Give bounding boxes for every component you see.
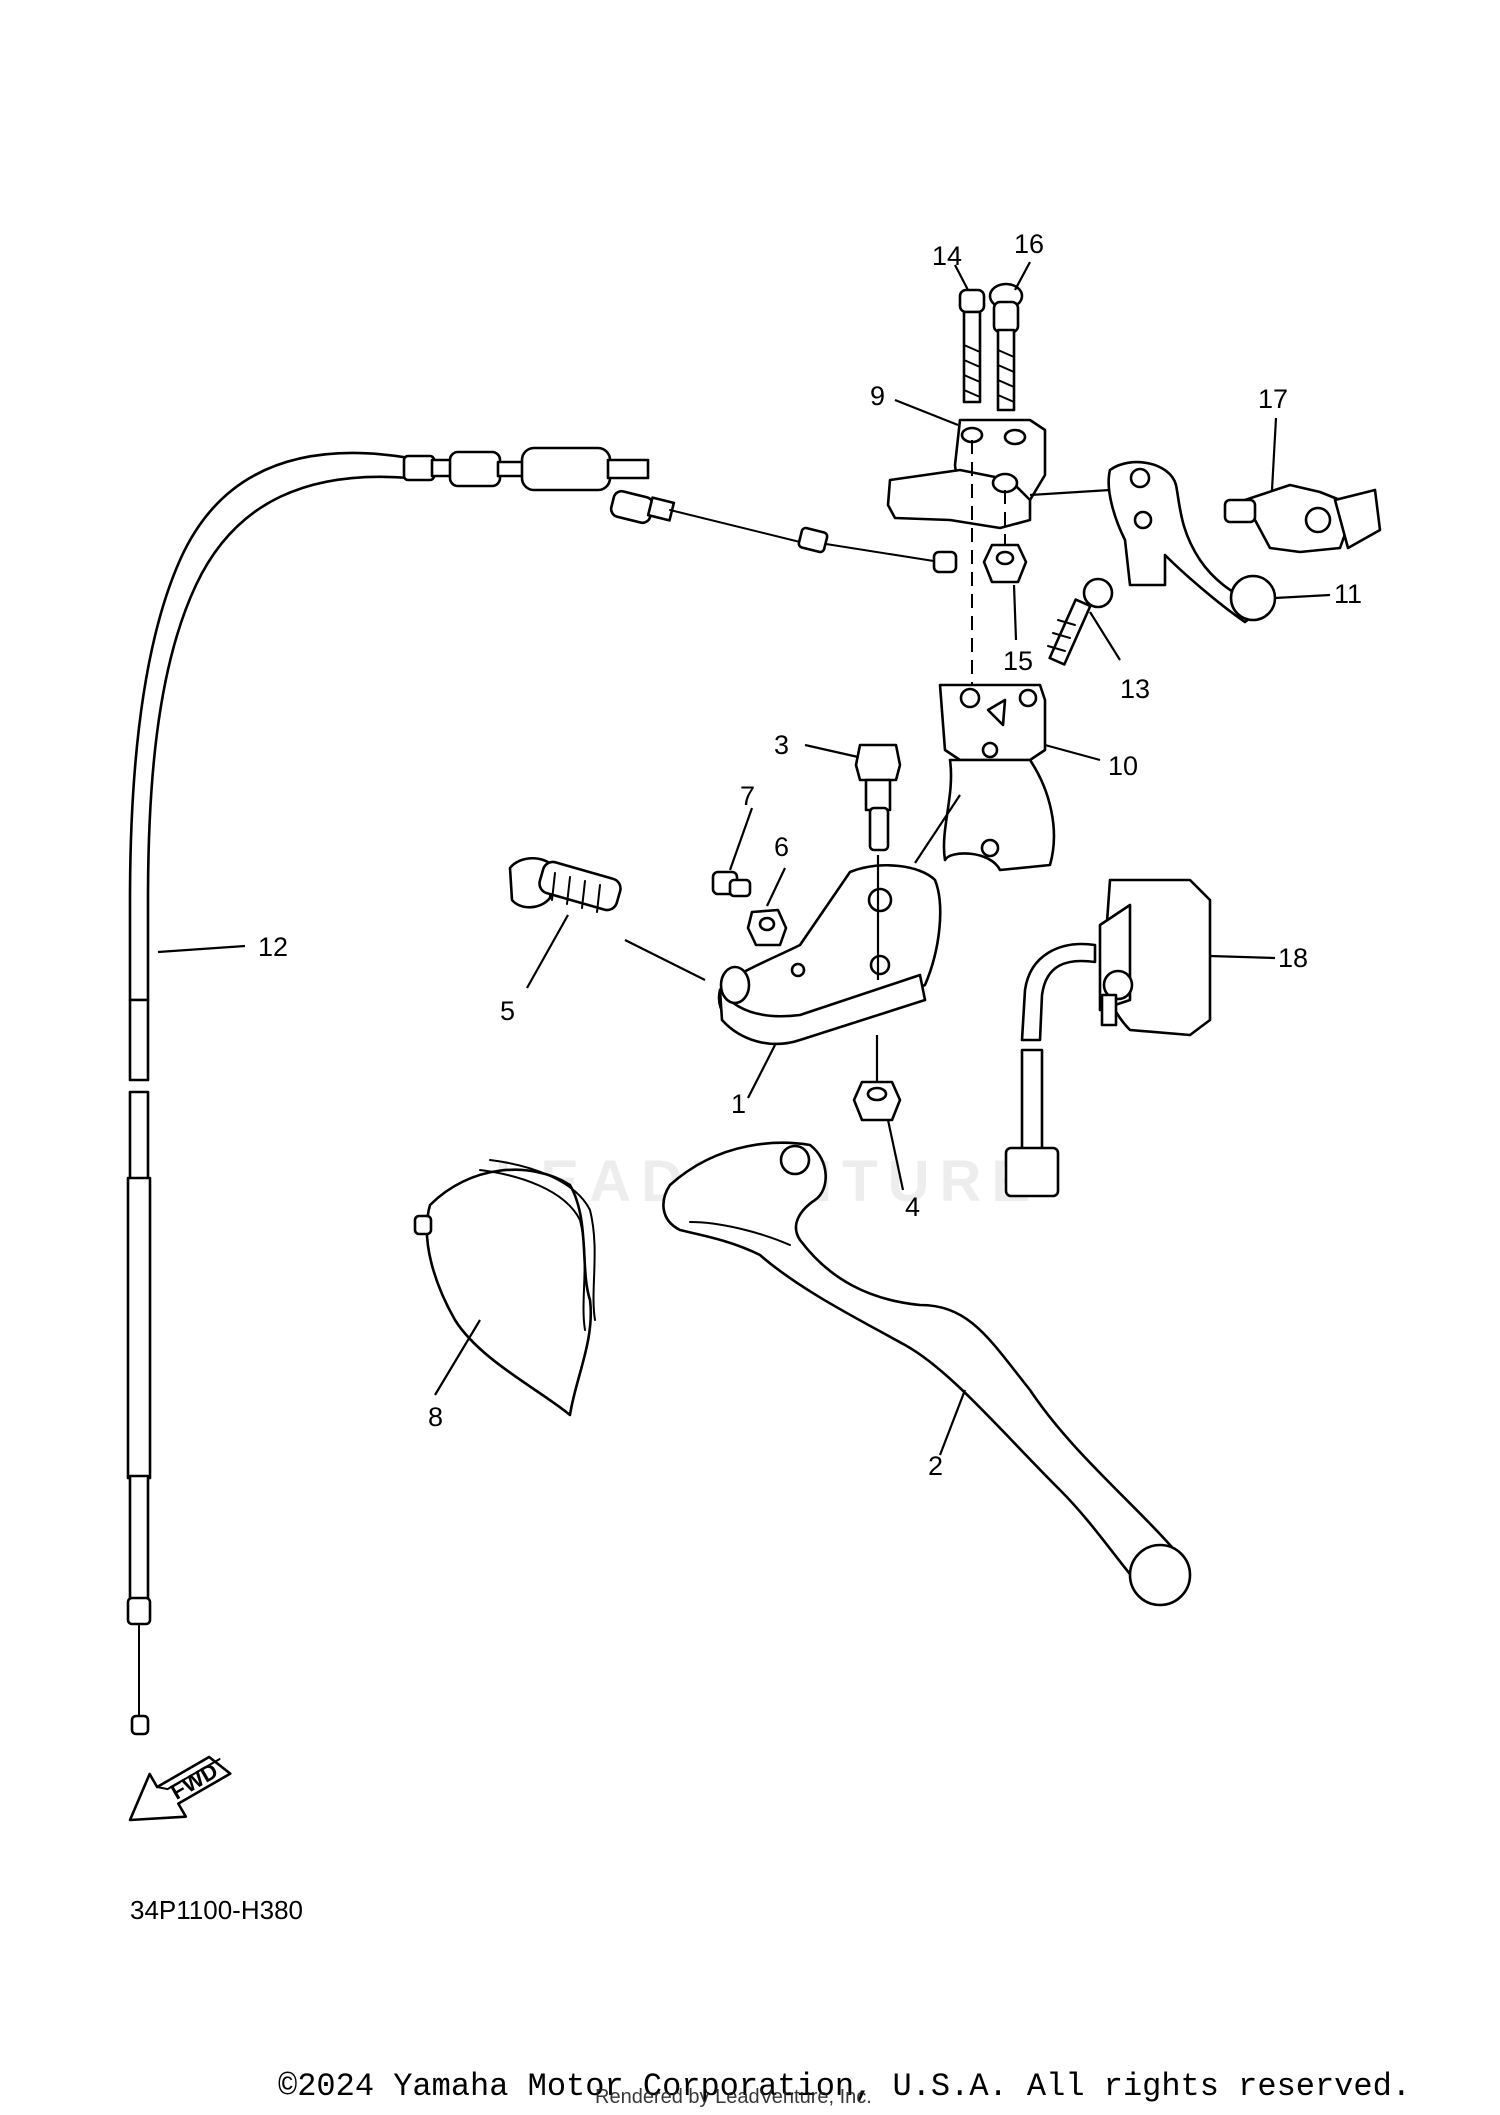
callout-15: 15 <box>1003 646 1033 676</box>
callout-4: 4 <box>905 1192 920 1222</box>
lever-cover-8[interactable] <box>413 1159 596 1417</box>
callout-16: 16 <box>1014 229 1044 259</box>
bracket-10[interactable] <box>938 683 1056 872</box>
pivot-bolt-3[interactable] <box>854 743 902 852</box>
hot-start-holder-17[interactable] <box>1223 483 1382 554</box>
clutch-cable[interactable] <box>126 446 958 1736</box>
bolt-14[interactable] <box>958 288 986 404</box>
nut-15[interactable] <box>982 543 1028 584</box>
bolt-16[interactable] <box>988 282 1024 412</box>
bolt-13[interactable] <box>1047 577 1114 666</box>
nut-4[interactable] <box>852 1080 902 1122</box>
callout-14: 14 <box>932 241 962 271</box>
nut-6[interactable] <box>746 908 788 947</box>
rendered-by: Rendered by LeadVenture, Inc. <box>595 2086 872 2108</box>
callout-7: 7 <box>740 781 755 811</box>
guide-line <box>1029 488 1111 497</box>
callout-18: 18 <box>1278 943 1308 973</box>
copyright: ©2024 Yamaha Motor Corporation, U.S.A. A… <box>278 2068 1411 2105</box>
callout-10: 10 <box>1108 751 1138 781</box>
callouts: 1 2 3 4 5 6 7 8 9 10 11 12 13 14 15 16 1… <box>258 229 1362 1481</box>
leader-lines <box>157 261 1331 1456</box>
callout-6: 6 <box>774 832 789 862</box>
part-code: 34P1100-H380 <box>130 1895 303 1925</box>
fwd-arrow: FWD <box>128 1755 232 1822</box>
switch-18[interactable] <box>1004 878 1212 1198</box>
callout-13: 13 <box>1120 674 1150 704</box>
callout-9: 9 <box>870 381 885 411</box>
callout-3: 3 <box>774 730 789 760</box>
cable-holder-9[interactable] <box>886 418 1047 530</box>
adjuster-5[interactable] <box>508 856 623 913</box>
callout-12: 12 <box>258 932 288 962</box>
callout-8: 8 <box>428 1402 443 1432</box>
callout-5: 5 <box>500 996 515 1026</box>
callout-1: 1 <box>731 1089 746 1119</box>
screw-7[interactable] <box>711 870 752 898</box>
hot-start-lever-11[interactable] <box>1107 460 1277 624</box>
clutch-lever-2[interactable] <box>662 1141 1192 1607</box>
callout-11: 11 <box>1334 579 1362 609</box>
guide-line <box>624 939 706 981</box>
callout-2: 2 <box>928 1451 943 1481</box>
lever-holder-1[interactable] <box>717 864 942 1046</box>
callout-17: 17 <box>1258 384 1288 414</box>
guide-line <box>914 794 961 864</box>
